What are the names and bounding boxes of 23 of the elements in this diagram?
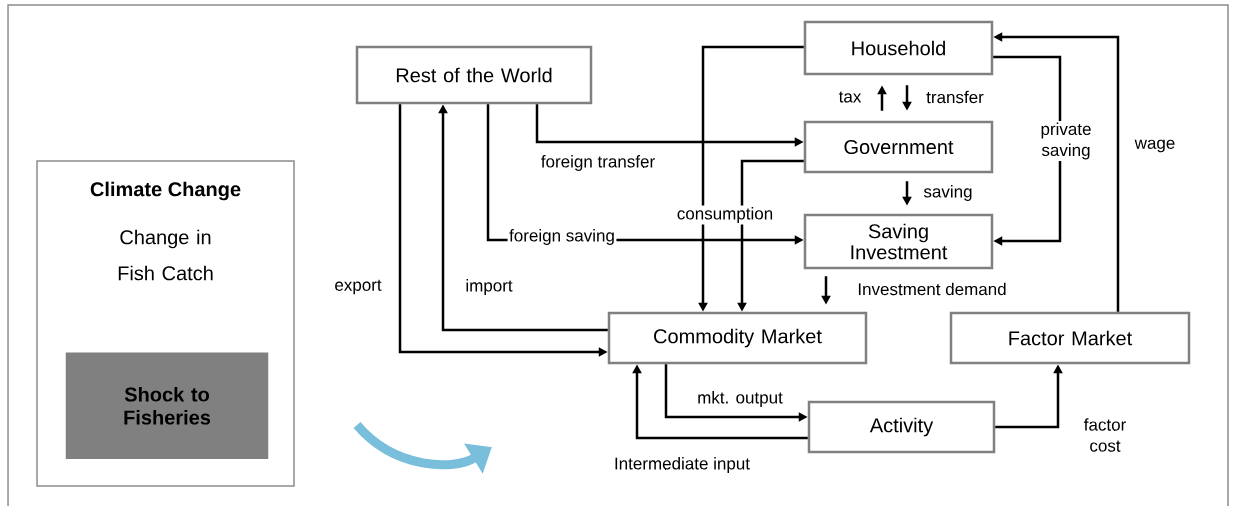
edge-label: tax — [837, 89, 863, 105]
edge-label: consumption — [675, 205, 775, 225]
sector-box: Rest of the World — [355, 45, 593, 105]
edge-label: foreign saving — [507, 227, 617, 247]
market-box: Factor Market — [949, 311, 1191, 365]
edge-label: export — [332, 278, 384, 296]
edge-label: saving — [921, 183, 975, 203]
sector-box: Government — [803, 120, 994, 174]
edge-label: mkt. output — [695, 389, 785, 409]
edge-label: factor cost — [1073, 416, 1137, 454]
sector-box: Household — [803, 20, 994, 76]
edge-label: Intermediate input — [612, 455, 752, 475]
market-box: Commodity Market — [607, 311, 868, 365]
edge-label: Investment demand — [855, 281, 1009, 297]
edge-label: foreign transfer — [539, 153, 657, 173]
arrow — [993, 55, 1062, 246]
activity-box: Activity — [807, 400, 996, 454]
shock-box: Shock to Fisheries — [65, 352, 269, 459]
edge-label: import — [463, 277, 515, 297]
edge-label: wage — [1133, 138, 1177, 154]
sector-box: Saving Investment — [803, 213, 994, 270]
edge-label: transfer — [924, 89, 986, 105]
edge-label: private saving — [1029, 121, 1103, 161]
